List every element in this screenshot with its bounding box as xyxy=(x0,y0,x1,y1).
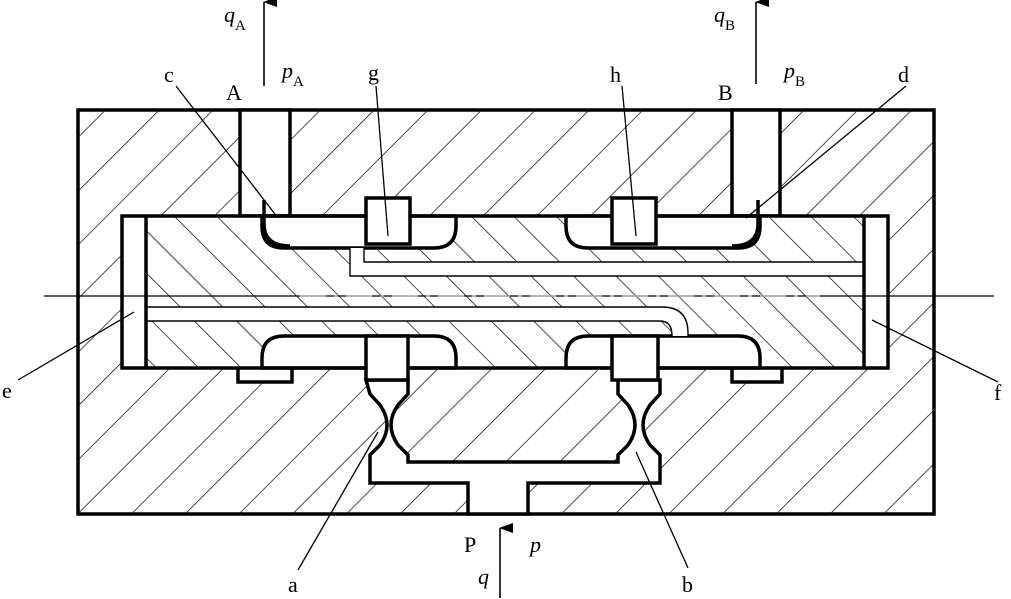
label-e: e xyxy=(2,378,12,403)
spool-neck-upper-right xyxy=(564,214,762,250)
spool xyxy=(120,214,890,370)
label-P: P xyxy=(464,532,476,557)
spool-neck-lower-right xyxy=(564,334,762,370)
label-b: b xyxy=(682,572,693,597)
label-q: q xyxy=(478,564,489,589)
label-h: h xyxy=(610,62,621,87)
label-d: d xyxy=(898,62,909,87)
label-pB: pB xyxy=(782,58,805,90)
orifices xyxy=(364,196,660,382)
spool-passage-lower xyxy=(146,307,688,336)
label-c: c xyxy=(164,62,174,87)
port-b-bore xyxy=(730,108,782,218)
orifice-g xyxy=(364,196,412,246)
flow-arrows xyxy=(263,0,769,598)
label-g: g xyxy=(368,60,379,85)
end-chamber-f xyxy=(864,216,888,368)
orifice-b xyxy=(610,334,660,382)
spool-neck-upper-left xyxy=(260,214,458,250)
leader-lines xyxy=(17,85,999,571)
spool-neck-lower-left xyxy=(260,334,458,370)
label-B: B xyxy=(718,80,733,105)
orifice-a xyxy=(364,334,410,382)
end-chamber-e xyxy=(122,216,146,368)
label-qA: qA xyxy=(224,2,246,34)
label-pA: pA xyxy=(280,58,304,90)
label-A: A xyxy=(226,80,242,105)
label-p: p xyxy=(528,532,541,557)
label-qB: qB xyxy=(714,2,735,34)
supply-channel xyxy=(363,378,662,516)
label-a: a xyxy=(288,572,298,597)
label-f: f xyxy=(994,380,1002,405)
